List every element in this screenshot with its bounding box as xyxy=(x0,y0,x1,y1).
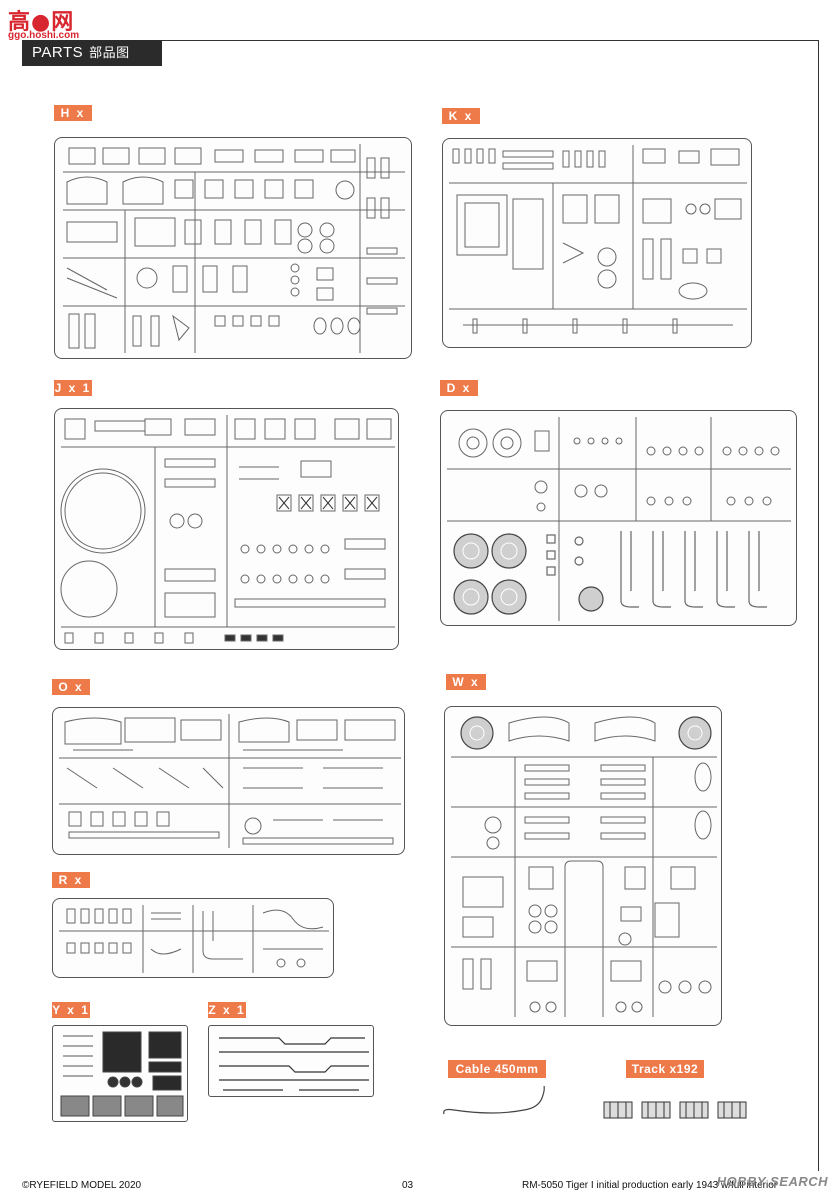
sprue-label-z: Z x 1 xyxy=(208,1002,246,1018)
watermark-logo: 高●网 xyxy=(8,10,75,35)
sprue-y xyxy=(52,1025,188,1122)
cable-illustration xyxy=(438,1085,558,1126)
sprue-label-r: R x 1 xyxy=(52,872,90,903)
sprue-h-parts xyxy=(63,144,405,353)
sprue-k-parts xyxy=(449,145,747,334)
sprue-z xyxy=(208,1025,374,1097)
sprue-h xyxy=(54,137,412,359)
sprue-o xyxy=(52,707,405,855)
track-links xyxy=(603,1101,747,1119)
header-subtitle: 部品图 xyxy=(89,46,130,61)
page-frame xyxy=(22,40,819,1171)
sprue-r xyxy=(52,898,334,978)
sprue-label-y: Y x 1 xyxy=(52,1002,90,1018)
source-watermark: HOBBY SEARCH xyxy=(716,1174,828,1189)
sprue-z-parts xyxy=(219,1037,369,1091)
track-label: Track x192 xyxy=(626,1060,704,1078)
sprue-label-k: K x 1 xyxy=(442,108,480,139)
sprue-j xyxy=(54,408,399,650)
cable-label: Cable 450mm xyxy=(448,1060,546,1078)
sprue-w-parts xyxy=(451,716,717,1017)
sprue-k xyxy=(442,138,752,348)
footer-copyright: ©RYEFIELD MODEL 2020 xyxy=(22,1180,142,1191)
sprue-label-j: J x 1 xyxy=(54,380,92,396)
sprue-r-parts xyxy=(59,905,329,973)
sprue-o-parts xyxy=(59,714,401,848)
sprue-label-o: O x 1 xyxy=(52,679,90,710)
header-title: PARTS xyxy=(32,44,84,61)
sprue-label-w: W x 1 xyxy=(446,674,486,705)
sprue-d xyxy=(440,410,797,626)
sprue-label-h: H x 1 xyxy=(54,105,92,136)
sprue-d-parts xyxy=(447,417,791,621)
sprue-label-d: D x 2 xyxy=(440,380,478,411)
footer-product: RM-5050 Tiger I initial production early… xyxy=(522,1180,778,1191)
watermark-url: ggo.hoshi.com xyxy=(8,30,80,41)
sprue-y-parts xyxy=(60,1031,184,1117)
footer-page-number: 03 xyxy=(402,1180,414,1191)
cable-path xyxy=(443,1085,545,1115)
sprue-j-parts xyxy=(60,415,395,644)
page-header: PARTS 部品图 xyxy=(22,40,162,66)
sprue-w xyxy=(444,706,722,1026)
track-illustration xyxy=(602,1096,750,1124)
